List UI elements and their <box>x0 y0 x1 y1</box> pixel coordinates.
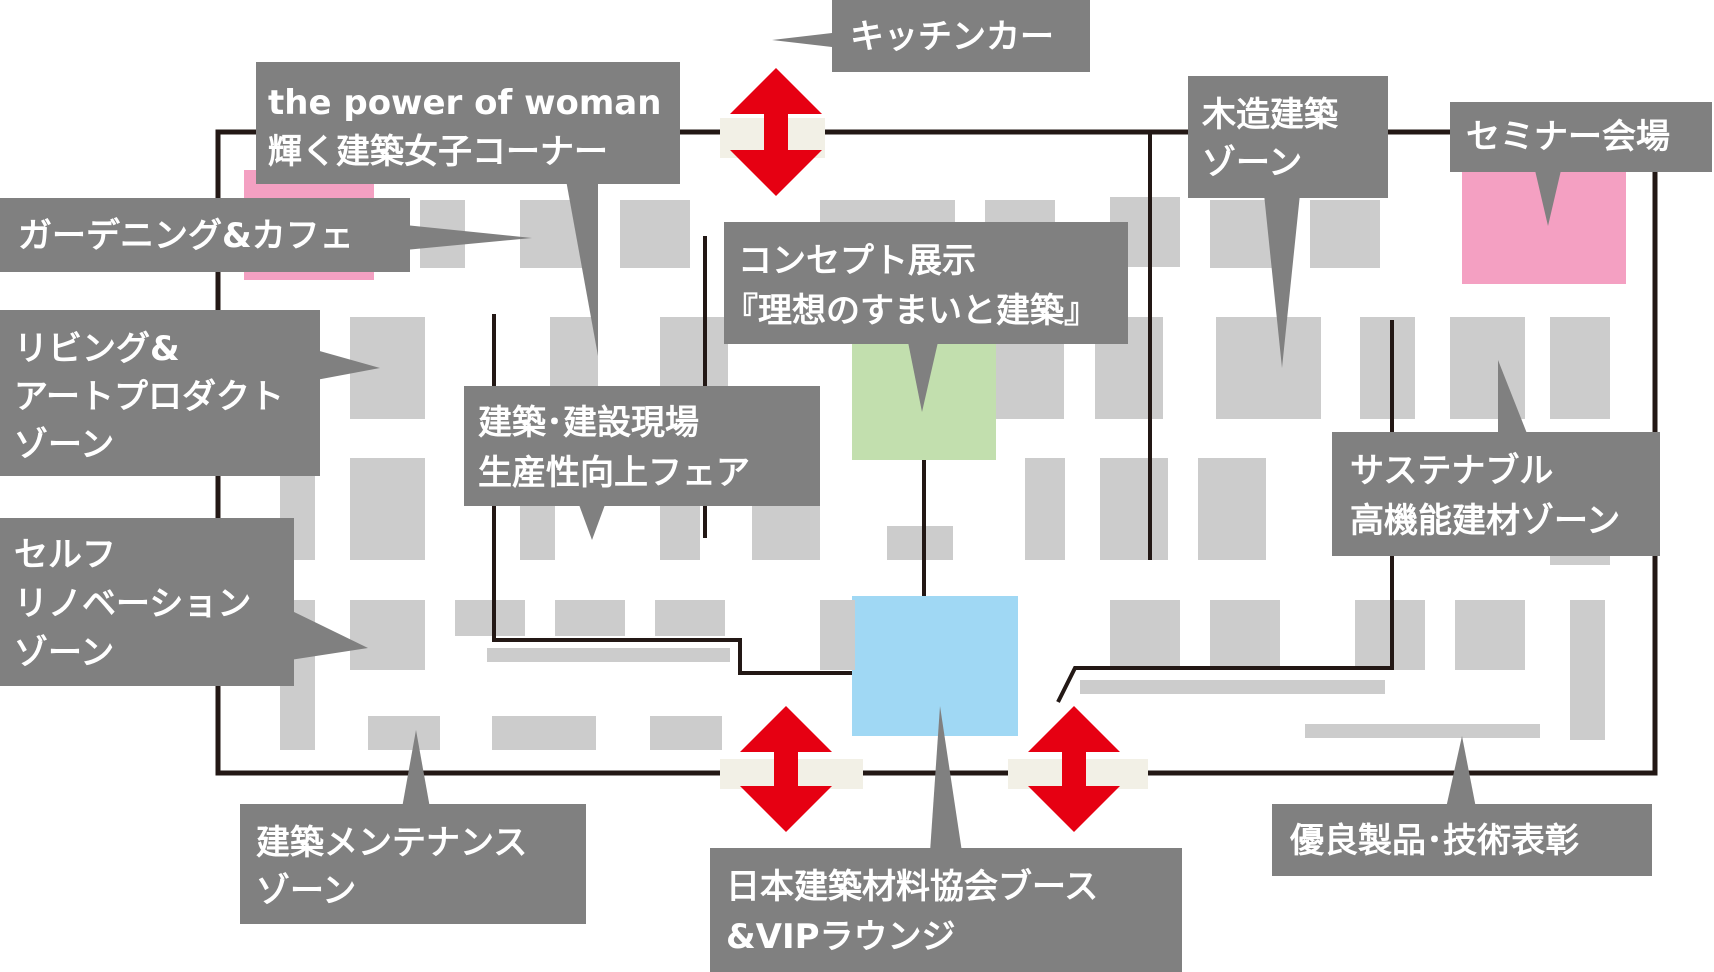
label-gardening-cafe: ガーデニング&カフェ <box>0 198 532 272</box>
label-text: 建築メンテナンス <box>256 823 527 863</box>
booth <box>887 526 953 560</box>
label-living-art: リビング& アートプロダクト ゾーン <box>0 310 380 476</box>
booth <box>650 716 722 750</box>
label-text: リノベーション <box>14 584 251 624</box>
booth <box>1216 317 1321 419</box>
label-text: 木造建築 <box>1201 95 1339 135</box>
booth <box>1455 600 1525 670</box>
booth <box>555 600 625 636</box>
label-kitchen-car: キッチンカー <box>772 0 1090 72</box>
label-maintenance: 建築メンテナンス ゾーン <box>240 730 586 924</box>
double-headed-arrow-icon <box>1028 706 1120 832</box>
booth <box>1310 200 1380 268</box>
label-text: 日本建築材料協会ブース <box>726 867 1098 907</box>
label-text: セルフ <box>14 535 116 575</box>
jbma-booth-area <box>852 596 1018 736</box>
booth <box>1360 317 1415 419</box>
label-concept: コンセプト展示 『理想のすまいと建築』 <box>724 222 1128 412</box>
label-text: ゾーン <box>14 425 114 465</box>
label-text: ゾーン <box>256 871 356 911</box>
booth <box>1025 458 1065 560</box>
label-text: 生産性向上フェア <box>478 453 750 493</box>
booth <box>350 600 425 670</box>
label-power-of-woman: the power of woman 輝く建築女子コーナー <box>256 62 680 356</box>
booth <box>1198 458 1266 560</box>
booth <box>1100 458 1168 560</box>
label-text: コンセプト展示 <box>738 241 976 281</box>
booth <box>1570 600 1605 740</box>
label-text: 建築･建設現場 <box>478 403 699 443</box>
label-text: 高機能建材ゾーン <box>1350 501 1620 541</box>
double-headed-arrow-icon <box>740 706 832 832</box>
booth <box>350 458 425 560</box>
booth-strip <box>487 648 730 662</box>
entrance-top <box>720 68 825 196</box>
label-text: 輝く建築女子コーナー <box>268 132 608 172</box>
booth <box>820 600 855 670</box>
entrance-bottom-right <box>1008 706 1148 832</box>
booth-strip <box>1305 724 1540 738</box>
label-construction-fair: 建築･建設現場 生産性向上フェア <box>464 386 820 540</box>
label-text: ゾーン <box>1202 143 1302 183</box>
booth <box>368 716 440 750</box>
label-text: the power of woman <box>268 83 661 123</box>
label-seminar: セミナー会場 <box>1450 102 1712 226</box>
label-text: ガーデニング&カフェ <box>18 216 354 256</box>
label-text: 優良製品･技術表彰 <box>1289 821 1579 861</box>
booth <box>1550 317 1610 419</box>
label-text: サステナブル <box>1350 451 1553 491</box>
booth-strip <box>1080 680 1385 694</box>
label-award: 優良製品･技術表彰 <box>1272 736 1652 876</box>
booth <box>492 716 596 750</box>
label-text: 『理想のすまいと建築』 <box>724 291 1098 331</box>
label-text: アートプロダクト <box>14 377 284 417</box>
label-wooden: 木造建築 ゾーン <box>1188 76 1388 368</box>
booth <box>520 500 555 560</box>
label-text: &VIPラウンジ <box>726 917 956 957</box>
entrance-bottom-left <box>720 706 863 832</box>
booth <box>455 600 525 636</box>
double-headed-arrow-icon <box>730 68 822 196</box>
booth <box>620 200 690 268</box>
label-text: キッチンカー <box>850 17 1054 57</box>
label-text: セミナー会場 <box>1466 117 1670 157</box>
label-jbma-booth: 日本建築材料協会ブース &VIPラウンジ <box>710 706 1182 972</box>
label-text: ゾーン <box>14 633 114 673</box>
label-self-renovation: セルフ リノベーション ゾーン <box>0 518 368 686</box>
label-sustainable: サステナブル 高機能建材ゾーン <box>1332 360 1660 556</box>
booth <box>655 600 725 636</box>
label-text: リビング& <box>14 329 180 369</box>
booth <box>1110 600 1180 670</box>
booth <box>1210 600 1280 670</box>
